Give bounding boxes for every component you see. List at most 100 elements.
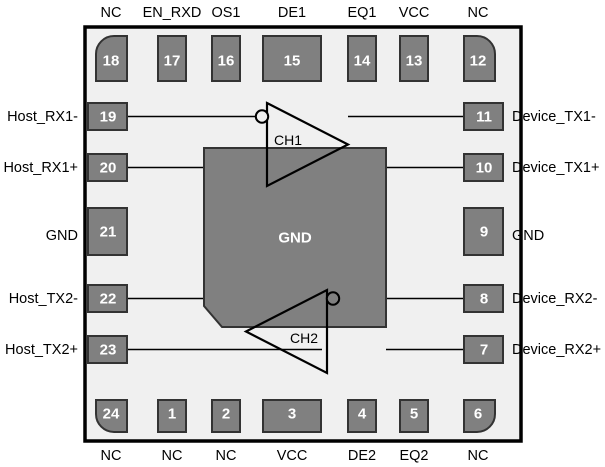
pin-20[interactable]: 20 Host_RX1+ xyxy=(3,153,128,182)
pin-9-label: GND xyxy=(512,228,544,244)
pin-10-pad[interactable] xyxy=(463,153,504,182)
amplifier-ch2-inverting-bubble xyxy=(325,291,341,306)
pin-4-label: DE2 xyxy=(348,448,376,464)
pin-4-number: 4 xyxy=(358,406,367,423)
pin-21-pad[interactable] xyxy=(87,207,128,256)
pin-18-label: NC xyxy=(101,5,122,21)
pin-8[interactable]: 8 Device_RX2- xyxy=(463,284,598,313)
pin-8-number: 8 xyxy=(480,291,488,308)
pin-14-number: 14 xyxy=(354,53,371,70)
pin-21[interactable]: 21 GND xyxy=(46,207,128,256)
pin-5-pad[interactable] xyxy=(399,399,429,433)
pin-14-label: EQ1 xyxy=(347,5,376,21)
pin-11-pad[interactable] xyxy=(463,102,504,131)
pin-11[interactable]: 11 Device_TX1- xyxy=(463,102,596,131)
pin-6[interactable]: 6 NC xyxy=(463,399,496,464)
pin-5[interactable]: 5 EQ2 xyxy=(399,399,429,464)
pin-6-number: 6 xyxy=(474,406,482,423)
pin-21-label: GND xyxy=(46,228,78,244)
amplifier-ch2: CH2 xyxy=(243,288,341,375)
pin-19-label: Host_RX1- xyxy=(7,109,78,125)
amplifier-ch1-inverting-bubble xyxy=(254,109,270,124)
pin-24-number: 24 xyxy=(103,406,120,423)
pin-14[interactable]: 14 EQ1 xyxy=(347,5,377,82)
pin-group-right: 11 Device_TX1- 10 Device_TX1+ 9 GND 8 De… xyxy=(463,102,601,364)
pin-24-pad[interactable] xyxy=(95,399,128,433)
pin-24[interactable]: 24 NC xyxy=(95,399,128,464)
pin-22[interactable]: 22 Host_TX2- xyxy=(9,284,128,313)
pin-9-pad[interactable] xyxy=(463,207,504,256)
pin-20-pad[interactable] xyxy=(87,153,128,182)
center-gnd-pad xyxy=(203,147,387,328)
pin-9[interactable]: 9 GND xyxy=(463,207,544,256)
pin-21-number: 21 xyxy=(100,224,117,241)
amplifier-ch1: CH1 xyxy=(254,101,351,188)
pin-13-label: VCC xyxy=(399,5,430,21)
pin-10-number: 10 xyxy=(476,160,493,177)
pin-7-number: 7 xyxy=(480,342,488,359)
pin-1-label: NC xyxy=(162,448,183,464)
pin-23[interactable]: 23 Host_TX2+ xyxy=(5,335,128,364)
pin-4-pad[interactable] xyxy=(347,399,377,433)
pin-15-pad[interactable] xyxy=(262,35,322,82)
pin-17-pad[interactable] xyxy=(157,35,187,82)
pin-16-number: 16 xyxy=(218,53,235,70)
pin-12[interactable]: 12 NC xyxy=(463,5,496,82)
pin-13-number: 13 xyxy=(406,53,423,70)
pin-18-pad[interactable] xyxy=(95,35,128,82)
pin-3[interactable]: 3 VCC xyxy=(262,399,322,464)
pin-18[interactable]: 18 NC xyxy=(95,5,128,82)
pin-12-pad[interactable] xyxy=(463,35,496,82)
pin-group-bottom: 24 NC 1 NC 2 NC 3 VCC 4 DE2 xyxy=(95,399,496,464)
pin-1-pad[interactable] xyxy=(157,399,187,433)
pin-22-label: Host_TX2- xyxy=(9,291,78,307)
pin-19[interactable]: 19 Host_RX1- xyxy=(7,102,128,131)
pin-2-label: NC xyxy=(216,448,237,464)
pin-2[interactable]: 2 NC xyxy=(211,399,241,464)
pin-4[interactable]: 4 DE2 xyxy=(347,399,377,464)
pin-13-pad[interactable] xyxy=(399,35,429,82)
pin-11-label: Device_TX1- xyxy=(512,109,596,125)
pin-3-pad[interactable] xyxy=(262,399,322,433)
pin-13[interactable]: 13 VCC xyxy=(399,5,430,82)
amplifier-ch2-label: CH2 xyxy=(290,330,318,346)
pin-10-label: Device_TX1+ xyxy=(512,160,599,176)
pin-7-label: Device_RX2+ xyxy=(512,342,601,358)
pin-16[interactable]: 16 OS1 xyxy=(211,5,241,82)
pin-6-pad[interactable] xyxy=(463,399,496,433)
pin-15[interactable]: 15 DE1 xyxy=(262,5,322,82)
pin-7[interactable]: 7 Device_RX2+ xyxy=(463,335,601,364)
pin-2-pad[interactable] xyxy=(211,399,241,433)
pin-8-pad[interactable] xyxy=(463,284,504,313)
pin-22-pad[interactable] xyxy=(87,284,128,313)
pin-24-label: NC xyxy=(101,448,122,464)
pin-19-number: 19 xyxy=(100,109,117,126)
amplifier-ch1-triangle xyxy=(265,101,351,188)
pin-12-label: NC xyxy=(468,5,489,21)
pin-23-pad[interactable] xyxy=(87,335,128,364)
pin-23-number: 23 xyxy=(100,342,117,359)
pin-17[interactable]: 17 EN_RXD xyxy=(143,5,202,82)
pin-6-label: NC xyxy=(468,448,489,464)
pin-14-pad[interactable] xyxy=(347,35,377,82)
pin-18-number: 18 xyxy=(103,53,120,70)
pin-5-label: EQ2 xyxy=(399,448,428,464)
pin-23-label: Host_TX2+ xyxy=(5,342,78,358)
pin-2-number: 2 xyxy=(222,406,230,423)
pin-20-number: 20 xyxy=(100,160,117,177)
pin-5-number: 5 xyxy=(410,406,418,423)
pin-7-pad[interactable] xyxy=(463,335,504,364)
pin-3-number: 3 xyxy=(288,406,296,423)
pin-1[interactable]: 1 NC xyxy=(157,399,187,464)
amplifier-ch2-triangle xyxy=(243,288,329,375)
pin-15-label: DE1 xyxy=(278,5,306,21)
pin-1-number: 1 xyxy=(168,406,176,423)
pin-20-label: Host_RX1+ xyxy=(3,160,78,176)
amplifier-ch1-label: CH1 xyxy=(274,132,302,148)
pin-16-pad[interactable] xyxy=(211,35,241,82)
pin-19-pad[interactable] xyxy=(87,102,128,131)
center-gnd-pad-label: GND xyxy=(278,230,312,247)
pin-10[interactable]: 10 Device_TX1+ xyxy=(463,153,599,182)
pin-9-number: 9 xyxy=(480,224,488,241)
